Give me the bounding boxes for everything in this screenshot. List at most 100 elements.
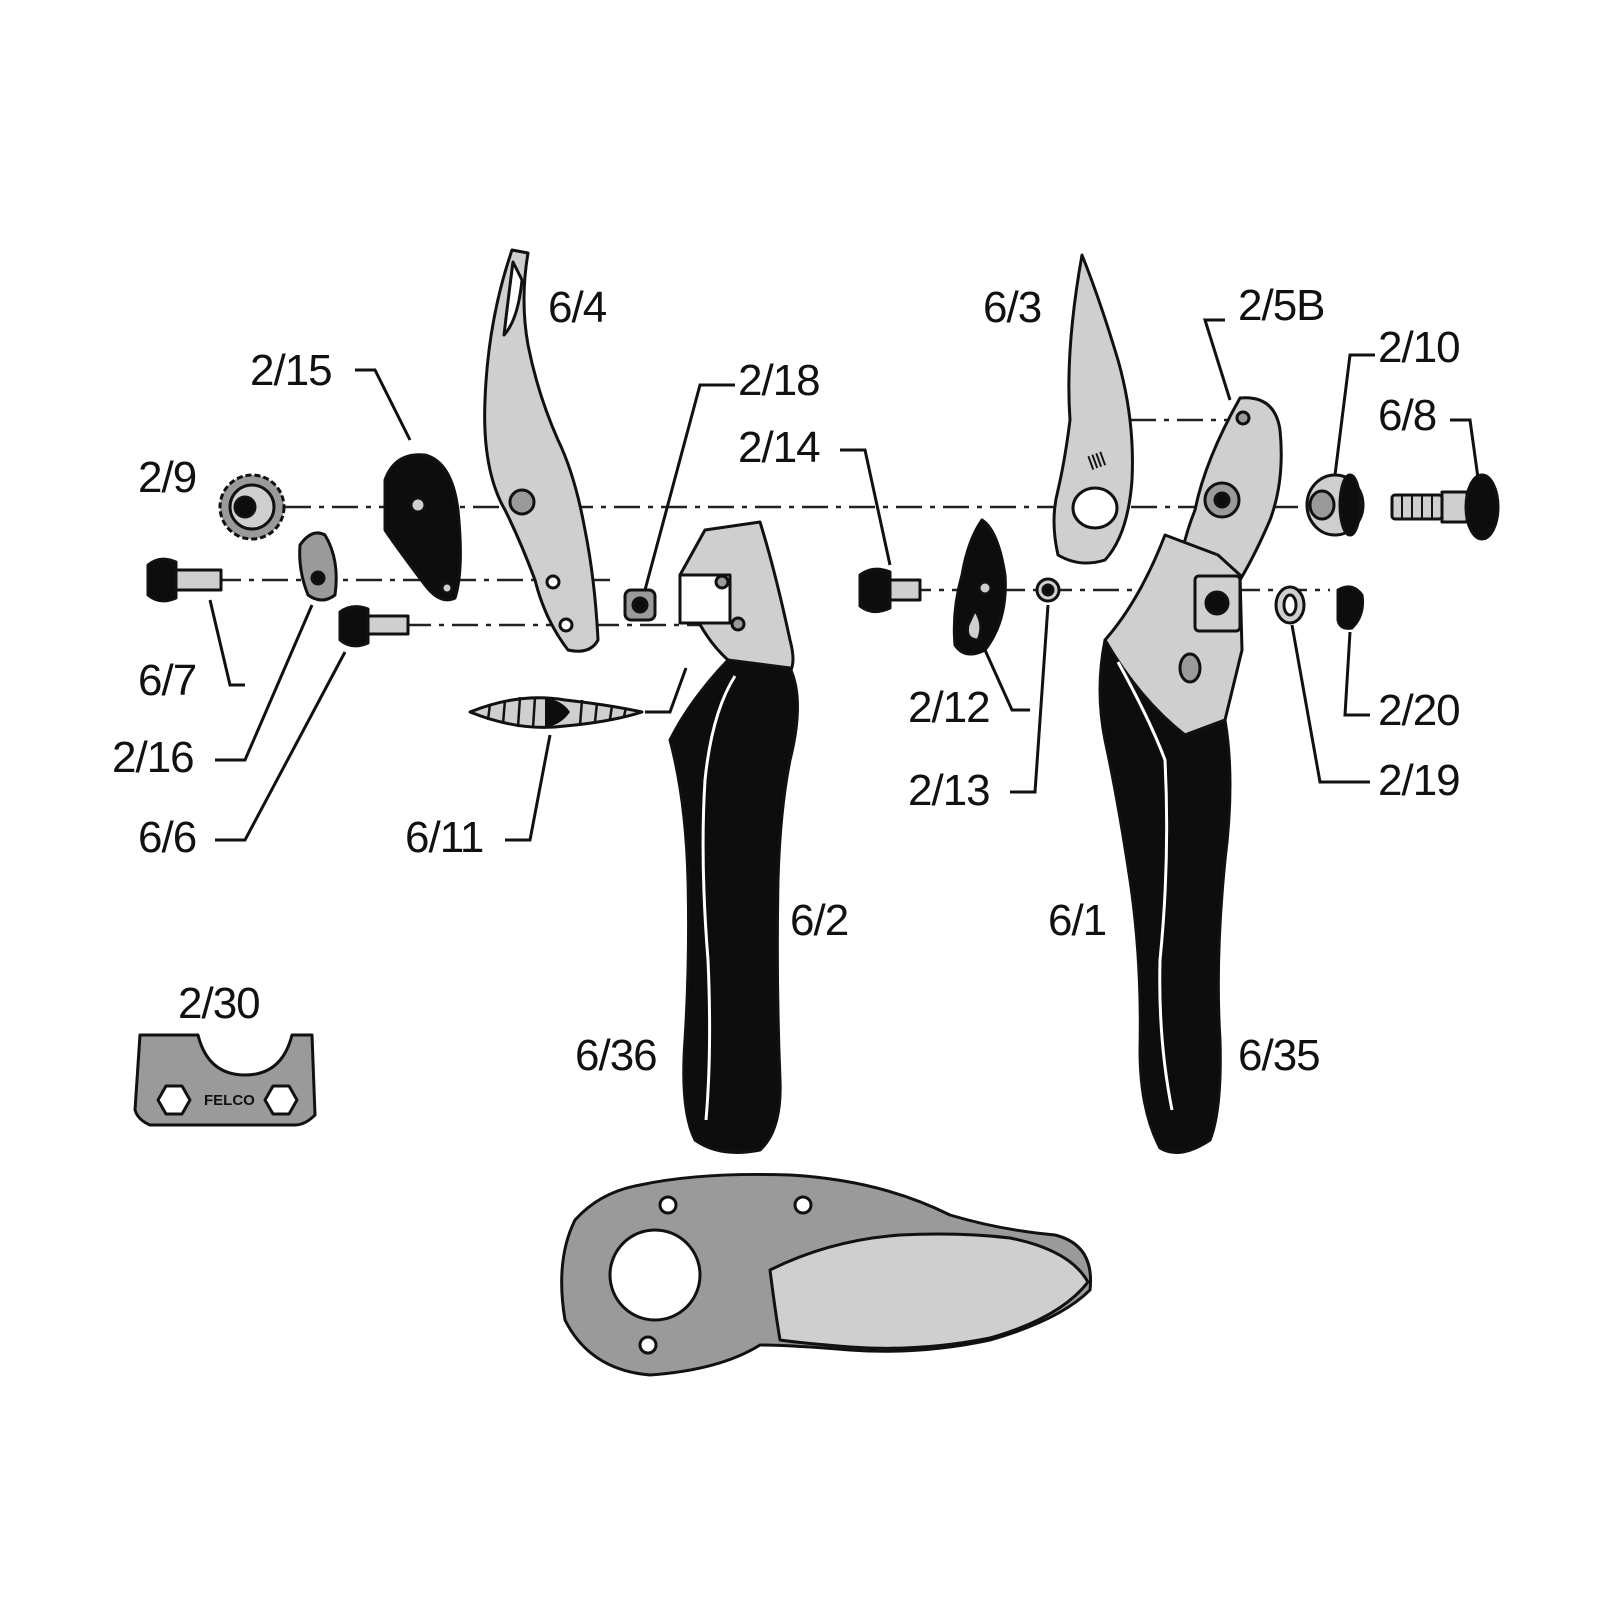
leader-2-12: [983, 649, 1030, 712]
pivot-bolt-threads: [1401, 495, 1433, 519]
adjusting-nut-part[interactable]: [218, 473, 286, 541]
label-2-16: 2/16: [112, 733, 194, 782]
cutting-blade-part[interactable]: ||||: [1052, 253, 1134, 565]
cutting-blade-stamp: ||||: [1086, 449, 1108, 471]
leader-6-11-handle: [645, 667, 688, 714]
label-6-8: 6/8: [1378, 391, 1436, 440]
anvil-blade-edge: [502, 260, 524, 337]
screw-2-14-part[interactable]: [858, 567, 922, 613]
cutting-blade-body: [1052, 253, 1134, 565]
spring-part[interactable]: [468, 696, 644, 729]
upper-handle-stud: [1178, 652, 1202, 684]
bolt-6-7-head: [146, 557, 178, 603]
label-6-7: 6/7: [138, 656, 196, 705]
screw-6-6-shank: [366, 614, 410, 636]
label-2-30: 2/30: [178, 979, 260, 1028]
large-blade-hole-bottom: [638, 1335, 658, 1355]
pivot-bolt-head: [1464, 473, 1500, 541]
label-6-6: 6/6: [138, 813, 196, 862]
leader-2-18: [643, 383, 735, 591]
label-6-3: 6/3: [983, 283, 1041, 332]
small-nut-part[interactable]: [623, 588, 657, 622]
lower-handle-hole-2: [730, 616, 746, 632]
cap-2-20-body: [1336, 585, 1364, 630]
ring-2-19-part[interactable]: [1274, 585, 1306, 625]
small-nut-hole: [631, 596, 649, 614]
washer-plate-hole: [409, 496, 427, 514]
leader-2-14: [840, 448, 892, 566]
spanner-hex-left: [156, 1084, 192, 1116]
label-6-35: 6/35: [1238, 1031, 1320, 1080]
upper-handle-pivot-center: [1213, 491, 1231, 509]
leader-6-6: [215, 651, 347, 842]
cap-2-20-part[interactable]: [1336, 585, 1364, 630]
label-2-5b: 2/5B: [1238, 281, 1325, 330]
large-blade-hole-top-right: [793, 1195, 813, 1215]
nut-center: [233, 495, 257, 519]
part-labels: 2/9 2/15 6/4 2/18 2/14 6/3 2/5B 2/10 6/8…: [112, 281, 1461, 1080]
spring-coils: [486, 696, 628, 729]
label-2-10: 2/10: [1378, 323, 1460, 372]
upper-handle-top-hole: [1235, 410, 1251, 426]
upper-handle-part[interactable]: [1098, 533, 1244, 1154]
pivot-bolt-part[interactable]: [1390, 473, 1500, 541]
spanner-wrench-part[interactable]: FELCO: [133, 1033, 317, 1127]
sap-groove-hole: [977, 580, 993, 596]
label-2-12: 2/12: [908, 683, 990, 732]
lower-handle-grip: [668, 658, 799, 1154]
anvil-blade-hole-1: [545, 574, 561, 590]
label-2-9: 2/9: [138, 453, 196, 502]
label-2-13: 2/13: [908, 766, 990, 815]
bearing-nut-hole: [1308, 489, 1336, 521]
large-cutting-blade-part[interactable]: [560, 1172, 1093, 1377]
label-2-19: 2/19: [1378, 756, 1460, 805]
label-2-20: 2/20: [1378, 686, 1460, 735]
leader-2-15: [355, 368, 412, 441]
bearing-nut-flange: [1338, 473, 1362, 537]
leader-2-10: [1333, 353, 1375, 476]
large-blade-pivot-hole: [608, 1228, 702, 1322]
leader-2-20: [1343, 631, 1370, 717]
washer-2-13-part[interactable]: [1035, 577, 1061, 603]
leader-6-11: [505, 734, 552, 842]
leader-6-7: [208, 599, 245, 687]
spring-retainer-part[interactable]: [298, 531, 338, 602]
spring-dark-band: [545, 698, 570, 727]
leader-lines: [208, 318, 1480, 842]
label-6-4: 6/4: [548, 283, 607, 332]
sap-groove-part[interactable]: [952, 518, 1007, 656]
spring-retainer-hole: [310, 570, 326, 586]
ring-2-19-inner: [1282, 593, 1298, 617]
screw-6-6-part[interactable]: [338, 605, 410, 648]
label-6-36: 6/36: [575, 1031, 657, 1080]
washer-plate-part[interactable]: [383, 453, 462, 602]
screw-6-6-head: [338, 605, 370, 648]
large-blade-edge: [768, 1232, 1090, 1350]
label-2-18: 2/18: [738, 356, 820, 405]
leader-2-13: [1010, 604, 1050, 794]
pivot-bolt-neck: [1440, 490, 1469, 524]
washer-plate-body: [383, 453, 462, 602]
bolt-6-7-shank: [174, 568, 223, 592]
sap-groove-face: [966, 608, 983, 642]
label-6-11: 6/11: [405, 813, 483, 862]
leader-2-19: [1290, 624, 1370, 784]
spanner-logo: FELCO: [204, 1092, 255, 1109]
leader-6-8: [1450, 418, 1480, 479]
spanner-hex-right: [263, 1084, 299, 1116]
washer-2-13-hole: [1041, 583, 1055, 597]
screw-2-14-shank: [888, 578, 922, 602]
anvil-blade-part[interactable]: [483, 248, 600, 653]
pivot-bolt-thread: [1390, 493, 1444, 521]
lower-handle-hole-1: [714, 574, 730, 590]
bearing-nut-part[interactable]: [1305, 473, 1365, 537]
washer-plate-hole-lower: [440, 581, 454, 595]
bolt-6-7-part[interactable]: [146, 557, 223, 603]
spring-retainer-body: [298, 531, 338, 602]
upper-handle-boss-hole: [1204, 590, 1230, 616]
lower-handle-part[interactable]: [668, 520, 799, 1154]
label-6-2: 6/2: [790, 896, 848, 945]
leader-2-16: [215, 604, 314, 762]
label-6-1: 6/1: [1048, 896, 1106, 945]
